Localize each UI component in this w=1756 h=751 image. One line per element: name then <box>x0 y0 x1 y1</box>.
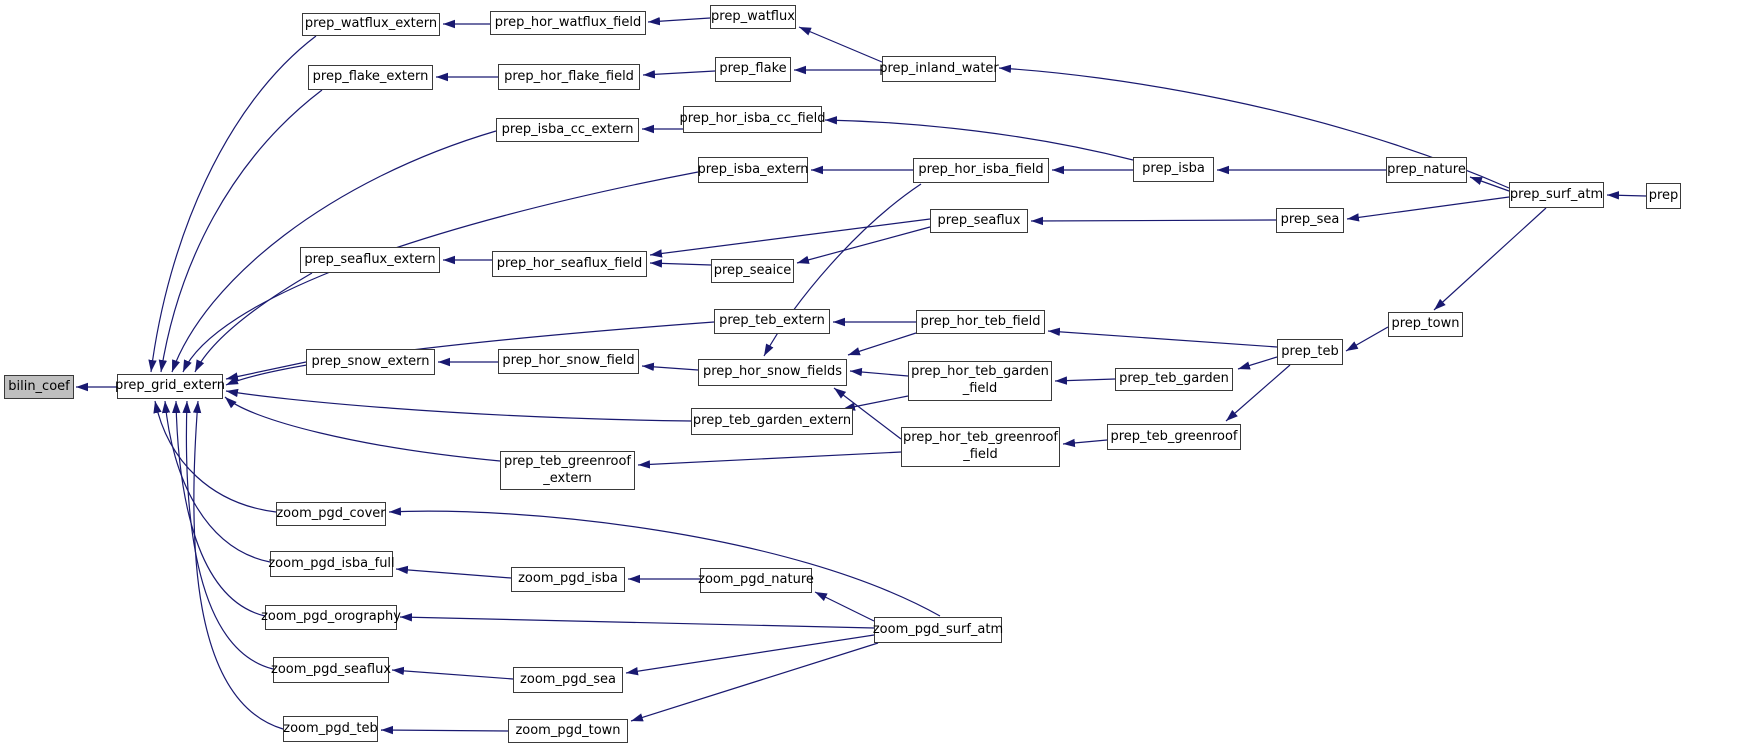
edge-prep_hor_teb_greenroof_field-to-prep_teb_greenroof_extern <box>637 451 902 469</box>
edge-zoom_pgd_isba-to-zoom_pgd_isba_full <box>395 565 512 579</box>
node-zoom_pgd_town[interactable]: zoom_pgd_town <box>508 719 628 743</box>
node-prep_nature[interactable]: prep_nature <box>1386 157 1467 183</box>
edge-prep_hor_snow_fields-to-prep_hor_snow_field <box>641 362 699 372</box>
node-prep_hor_snow_fields[interactable]: prep_hor_snow_fields <box>698 359 847 386</box>
node-prep_town[interactable]: prep_town <box>1388 312 1463 337</box>
edge-prep_flake-to-prep_hor_flake_field <box>642 70 716 79</box>
edge-prep_hor_teb_field-to-prep_hor_snow_fields <box>847 332 917 356</box>
node-prep_isba_extern[interactable]: prep_isba_extern <box>697 157 809 183</box>
edge-prep_watflux-to-prep_hor_watflux_field <box>647 17 711 26</box>
edge-prep_inland_water-to-prep_watflux <box>798 26 883 63</box>
edge-prep_flake_extern-to-prep_grid_extern <box>158 89 323 373</box>
edge-prep_sea-to-prep_seaflux <box>1030 216 1277 226</box>
node-prep_hor_isba_field[interactable]: prep_hor_isba_field <box>913 158 1049 183</box>
node-prep_seaflux[interactable]: prep_seaflux <box>930 209 1028 233</box>
edge-zoom_pgd_surf_atm-to-zoom_pgd_sea <box>625 634 875 676</box>
node-prep_teb_garden_extern[interactable]: prep_teb_garden_extern <box>691 408 853 435</box>
edge-prep_teb-to-prep_teb_garden <box>1237 356 1278 370</box>
node-prep_seaice[interactable]: prep_seaice <box>711 259 794 283</box>
edge-prep_hor_teb_garden_field-to-prep_teb_garden_extern <box>842 395 909 411</box>
edge-zoom_pgd_surf_atm-to-zoom_pgd_orography <box>399 613 875 629</box>
edge-prep_teb_garden-to-prep_hor_teb_garden_field <box>1054 376 1116 385</box>
edge-prep_seaflux-to-prep_seaice <box>796 226 931 264</box>
node-prep_hor_teb_garden_field[interactable]: prep_hor_teb_garden _field <box>908 361 1052 401</box>
edge-prep_hor_teb_garden_field-to-prep_hor_snow_fields <box>849 367 909 377</box>
edge-zoom_pgd_cover-to-prep_grid_extern <box>153 400 277 513</box>
node-prep_hor_seaflux_field[interactable]: prep_hor_seaflux_field <box>492 251 647 277</box>
node-bilin_coef: bilin_coef <box>4 375 74 399</box>
edge-prep_seaflux-to-prep_hor_seaflux_field <box>649 218 931 258</box>
node-prep_inland_water[interactable]: prep_inland_water <box>879 56 999 82</box>
edge-prep_surf_atm-to-prep_nature <box>1469 176 1510 192</box>
node-zoom_pgd_teb[interactable]: zoom_pgd_teb <box>283 716 378 742</box>
node-zoom_pgd_cover[interactable]: zoom_pgd_cover <box>276 502 386 526</box>
node-prep_teb[interactable]: prep_teb <box>1277 339 1343 365</box>
edge-prep_town-to-prep_teb <box>1345 326 1389 352</box>
edge-prep_hor_isba_field-to-prep_hor_snow_fields <box>763 183 922 357</box>
node-prep_grid_extern[interactable]: prep_grid_extern <box>115 374 225 399</box>
node-prep_hor_watflux_field[interactable]: prep_hor_watflux_field <box>490 11 646 35</box>
node-prep_watflux[interactable]: prep_watflux <box>710 5 796 29</box>
node-zoom_pgd_orography[interactable]: zoom_pgd_orography <box>261 605 401 630</box>
node-zoom_pgd_surf_atm[interactable]: zoom_pgd_surf_atm <box>873 617 1003 643</box>
edge-zoom_pgd_seaflux-to-prep_grid_extern <box>182 400 274 670</box>
node-prep_surf_atm[interactable]: prep_surf_atm <box>1509 182 1604 208</box>
edge-prep_teb-to-prep_teb_greenroof <box>1225 364 1291 422</box>
edge-zoom_pgd_surf_atm-to-zoom_pgd_nature <box>814 591 875 622</box>
edge-prep-to-prep_surf_atm <box>1606 191 1647 200</box>
edge-zoom_pgd_town-to-zoom_pgd_teb <box>380 725 509 735</box>
edge-prep_teb_garden_extern-to-prep_grid_extern <box>225 388 692 422</box>
node-prep_isba_cc_extern[interactable]: prep_isba_cc_extern <box>496 118 639 142</box>
node-prep_seaflux_extern[interactable]: prep_seaflux_extern <box>300 247 440 273</box>
node-prep_teb_greenroof[interactable]: prep_teb_greenroof <box>1107 424 1241 450</box>
node-prep_hor_teb_greenroof_field[interactable]: prep_hor_teb_greenroof _field <box>901 427 1060 467</box>
edge-prep_teb_greenroof_extern-to-prep_grid_extern <box>224 396 501 462</box>
node-prep_snow_extern[interactable]: prep_snow_extern <box>306 349 435 375</box>
edge-prep_surf_atm-to-prep_sea <box>1346 196 1510 222</box>
node-prep_flake_extern[interactable]: prep_flake_extern <box>308 65 433 90</box>
edge-zoom_pgd_isba_full-to-prep_grid_extern <box>161 400 271 563</box>
edge-zoom_pgd_teb-to-prep_grid_extern <box>192 400 284 730</box>
node-zoom_pgd_isba_full[interactable]: zoom_pgd_isba_full <box>268 551 395 577</box>
edge-zoom_pgd_surf_atm-to-zoom_pgd_town <box>630 642 879 722</box>
node-prep_teb_greenroof_extern[interactable]: prep_teb_greenroof _extern <box>500 451 635 490</box>
edge-zoom_pgd_surf_atm-to-zoom_pgd_cover <box>388 507 941 617</box>
edge-zoom_pgd_orography-to-prep_grid_extern <box>172 400 266 617</box>
edge-prep_teb-to-prep_hor_teb_field <box>1047 327 1278 348</box>
node-prep_hor_flake_field[interactable]: prep_hor_flake_field <box>498 64 640 90</box>
node-prep_hor_isba_cc_field[interactable]: prep_hor_isba_cc_field <box>679 106 826 133</box>
node-prep_watflux_extern[interactable]: prep_watflux_extern <box>302 13 440 36</box>
node-zoom_pgd_seaflux[interactable]: zoom_pgd_seaflux <box>271 657 391 683</box>
node-prep_hor_snow_field[interactable]: prep_hor_snow_field <box>498 349 639 374</box>
node-prep_hor_teb_field[interactable]: prep_hor_teb_field <box>916 310 1045 334</box>
node-prep_isba[interactable]: prep_isba <box>1133 157 1214 182</box>
edge-prep_seaflux_extern-to-prep_grid_extern <box>194 272 313 373</box>
node-prep_teb_garden[interactable]: prep_teb_garden <box>1115 368 1233 391</box>
edge-prep_snow_extern-to-prep_grid_extern <box>225 361 307 381</box>
edge-prep_surf_atm-to-prep_town <box>1433 207 1547 311</box>
edge-prep_watflux_extern-to-prep_grid_extern <box>148 35 317 373</box>
node-zoom_pgd_nature[interactable]: zoom_pgd_nature <box>698 568 814 593</box>
edge-prep_teb_greenroof-to-prep_hor_teb_greenroof_field <box>1062 438 1108 448</box>
edge-prep_seaice-to-prep_hor_seaflux_field <box>649 259 712 268</box>
node-prep[interactable]: prep <box>1646 183 1681 209</box>
node-prep_sea[interactable]: prep_sea <box>1276 208 1344 233</box>
edge-prep_surf_atm-to-prep_inland_water <box>998 64 1510 189</box>
edge-zoom_pgd_sea-to-zoom_pgd_seaflux <box>391 666 514 680</box>
node-prep_teb_extern[interactable]: prep_teb_extern <box>714 309 830 334</box>
edge-prep_hor_teb_greenroof_field-to-prep_hor_snow_fields <box>833 387 902 440</box>
node-zoom_pgd_sea[interactable]: zoom_pgd_sea <box>513 667 623 693</box>
node-zoom_pgd_isba[interactable]: zoom_pgd_isba <box>511 567 625 592</box>
edge-prep_isba_cc_extern-to-prep_grid_extern <box>171 130 497 373</box>
node-prep_flake[interactable]: prep_flake <box>715 57 791 82</box>
edge-prep_isba-to-prep_hor_isba_cc_field <box>824 116 1134 161</box>
edge-prep_teb_extern-to-prep_grid_extern <box>225 321 715 386</box>
